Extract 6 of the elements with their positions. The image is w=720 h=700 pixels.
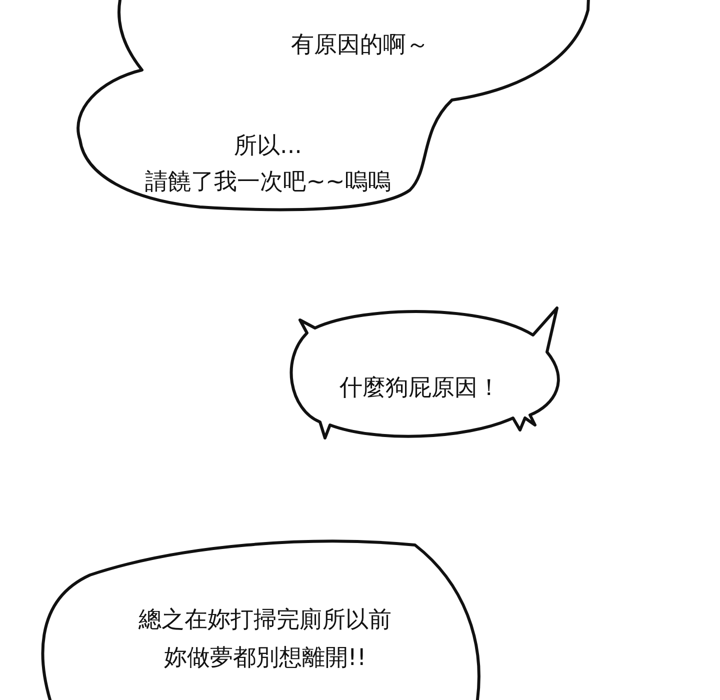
dialogue-text: 有原因的啊～ (290, 31, 430, 60)
dialogue-text: 所以... (233, 132, 303, 161)
dialogue-text: 請饒了我一次吧~~嗚嗚 (144, 168, 392, 197)
dialogue-text: 妳做夢都別想離開!! (162, 644, 368, 673)
dialogue-text: 什麼狗屁原因！ (338, 374, 502, 403)
dialogue-text: 總之在妳打掃完廁所以前 (138, 606, 392, 635)
